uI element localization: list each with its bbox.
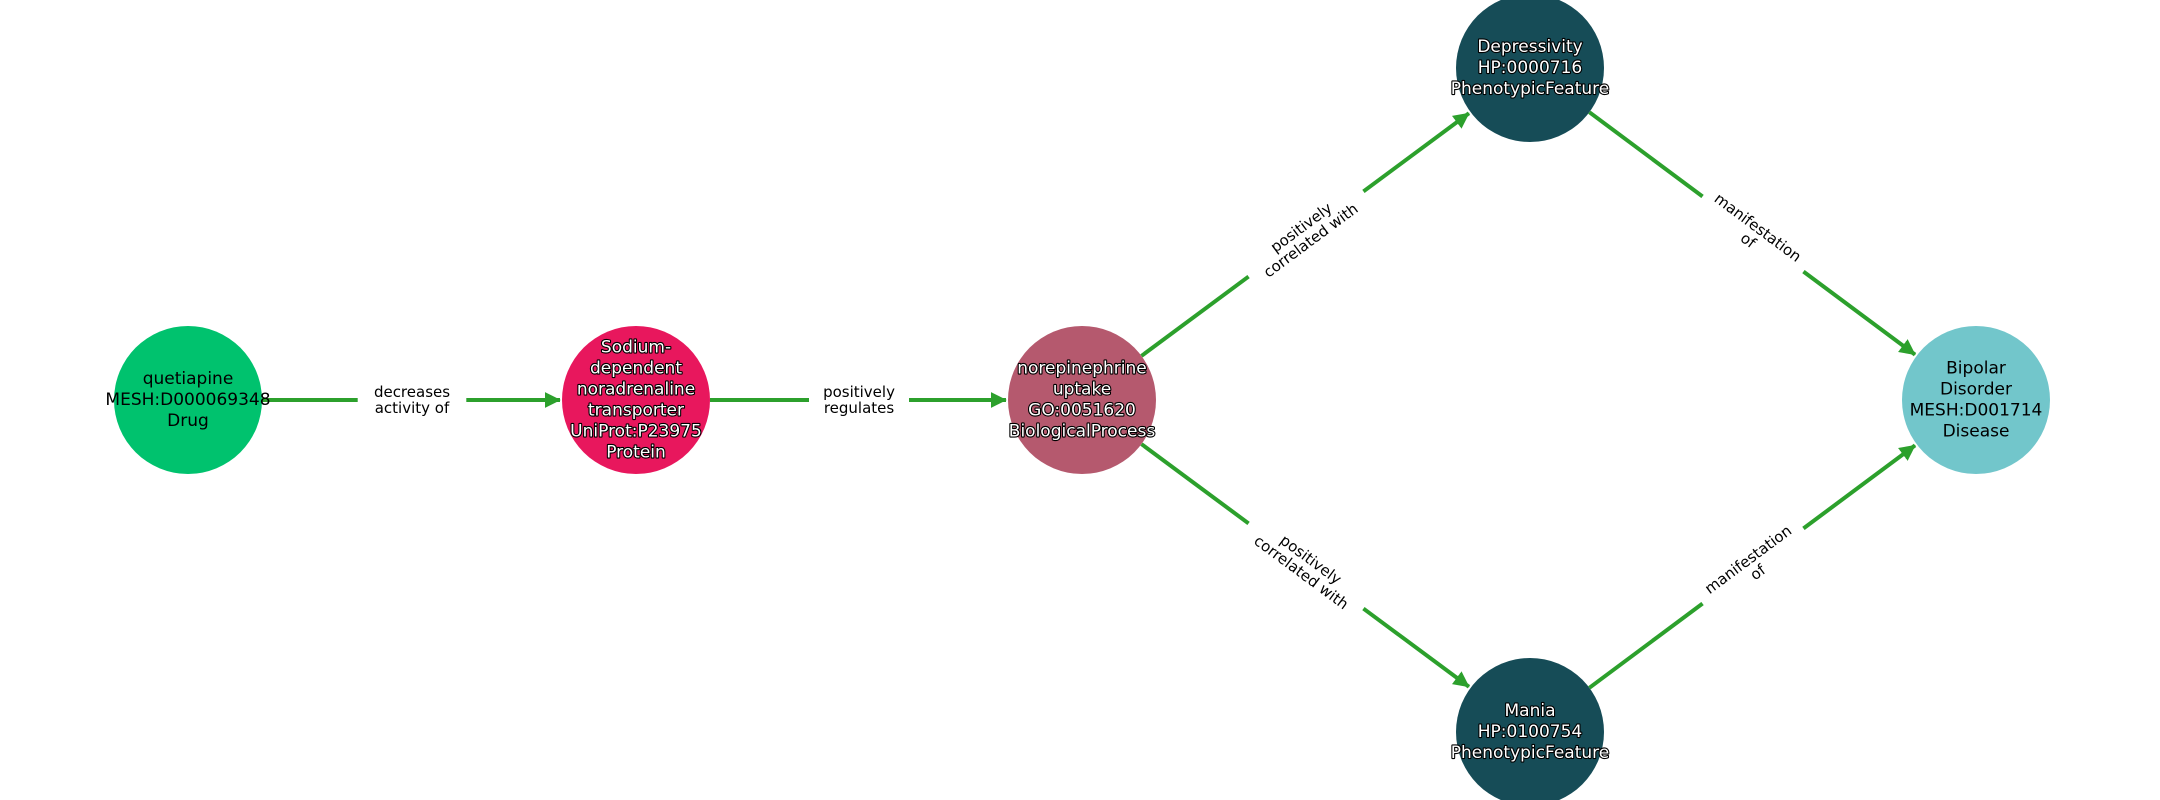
node-label-line: BiologicalProcess xyxy=(1009,422,1156,442)
node-label-line: quetiapine xyxy=(143,369,234,389)
node-label-line: Bipolar xyxy=(1946,359,2006,379)
node-label-line: Mania xyxy=(1505,701,1556,721)
node-label-line: MESH:D001714 xyxy=(1910,401,2043,421)
node-circle xyxy=(562,326,710,474)
node-label-line: MESH:D000069348 xyxy=(105,390,270,410)
node-label-line: uptake xyxy=(1053,380,1111,400)
node-label-line: Sodium- xyxy=(601,338,671,358)
node-label-line: HP:0100754 xyxy=(1478,722,1582,742)
node-label-line: UniProt:P23975 xyxy=(570,422,702,442)
node-label-line: transporter xyxy=(588,401,684,421)
node-label-line: Disorder xyxy=(1940,380,2012,400)
node-label-line: HP:0000716 xyxy=(1478,58,1582,78)
node-label-line: noradrenaline xyxy=(577,380,695,400)
node-circle xyxy=(114,326,262,474)
node-circle xyxy=(1902,326,2050,474)
node-ne_uptake[interactable]: norepinephrineuptakeGO:0051620Biological… xyxy=(1008,326,1156,474)
edge-label-line: decreases xyxy=(374,383,450,401)
node-label-line: Depressivity xyxy=(1477,37,1582,57)
edge-label-background xyxy=(357,381,467,419)
edge-label-background xyxy=(1691,513,1815,619)
node-label-line: GO:0051620 xyxy=(1028,401,1136,421)
node-circle xyxy=(1456,658,1604,800)
node-label-line: norepinephrine xyxy=(1017,359,1147,379)
node-label-line: Drug xyxy=(167,411,209,431)
node-label-line: PhenotypicFeature xyxy=(1451,79,1610,99)
edge-label-background xyxy=(809,381,909,419)
node-label-line: dependent xyxy=(590,359,682,379)
node-label-line: PhenotypicFeature xyxy=(1451,743,1610,763)
node-label-line: Protein xyxy=(606,443,666,463)
edge-label-background xyxy=(1691,181,1815,287)
edge-label-line: regulates xyxy=(824,399,895,417)
edge-label-line: positively xyxy=(823,383,895,401)
edge-label-background xyxy=(1237,176,1375,292)
node-circle xyxy=(1008,326,1156,474)
edge-label-line: activity of xyxy=(375,399,450,417)
edge-label-background xyxy=(1237,508,1375,624)
node-net[interactable]: Sodium-dependentnoradrenalinetransporter… xyxy=(562,326,710,474)
node-circle xyxy=(1456,0,1604,142)
node-label-line: Disease xyxy=(1943,422,2010,442)
